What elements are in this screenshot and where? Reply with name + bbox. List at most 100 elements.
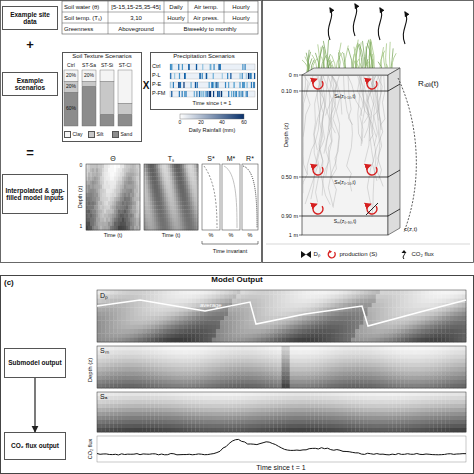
heatmap-cell [112, 209, 114, 213]
heatmap-cell [176, 214, 178, 218]
heatmap-cell [156, 197, 158, 201]
heatmap-cell [150, 197, 152, 201]
heatmap-cell [110, 201, 112, 205]
heatmap-cell [112, 189, 114, 193]
heatmap-cell [128, 176, 130, 180]
heatmap-cell [146, 197, 148, 201]
heatmap-cell [144, 218, 146, 222]
heatmap-cell [122, 181, 124, 185]
heatmap-cell [88, 176, 90, 180]
heatmap-cell [162, 222, 164, 226]
heatmap-cell [86, 218, 88, 222]
heatmap-cell [120, 185, 122, 189]
heatmap-cell [118, 189, 120, 193]
heatmap-cell [86, 197, 88, 201]
heatmap-cell [106, 185, 108, 189]
heatmap-cell [92, 226, 94, 230]
heatmap-cell [168, 218, 170, 222]
heatmap-cell [190, 164, 192, 168]
heatmap-cell [116, 226, 118, 230]
heatmap-cell [116, 214, 118, 218]
heatmap-cell [190, 193, 192, 197]
heatmap-cell [94, 222, 96, 226]
heatmap-cell [194, 218, 196, 222]
heatmap-cell [96, 222, 98, 226]
heatmap-cell [178, 222, 180, 226]
heatmap-cell [136, 185, 138, 189]
heatmap-cell [108, 172, 110, 176]
heatmap-cell [104, 164, 106, 168]
heatmap-cell [126, 176, 128, 180]
heatmap-cell [154, 181, 156, 185]
heatmap-cell [156, 218, 158, 222]
heatmap-cell [152, 193, 154, 197]
heatmap-cell [126, 205, 128, 209]
heatmap-cell [164, 181, 166, 185]
heatmap-cell [178, 218, 180, 222]
heatmap-cell [110, 189, 112, 193]
heatmap-cell [154, 176, 156, 180]
heatmap-cell [110, 164, 112, 168]
heatmap-cell [116, 176, 118, 180]
heatmap-cell [108, 226, 110, 230]
heatmap-cell [102, 168, 104, 172]
heatmap-cell [166, 168, 168, 172]
heatmap-cell [136, 172, 138, 176]
heatmap-cell [126, 172, 128, 176]
heatmap-cell [182, 172, 184, 176]
heatmap-cell [156, 168, 158, 172]
heatmap-cell [148, 164, 150, 168]
heatmap-cell [96, 189, 98, 193]
heatmap-cell [90, 193, 92, 197]
heatmap-cell [166, 222, 168, 226]
heatmap-cell [108, 164, 110, 168]
heatmap-cell [118, 172, 120, 176]
heatmap-cell [154, 193, 156, 197]
heatmap-cell [152, 168, 154, 172]
heatmap-cell [118, 226, 120, 230]
heatmap-cell [158, 218, 160, 222]
heatmap-cell [90, 205, 92, 209]
heatmap-cell [98, 222, 100, 226]
heatmap-cell [144, 205, 146, 209]
heatmap-cell [156, 176, 158, 180]
heatmap-cell [172, 185, 174, 189]
heatmap-cell [134, 226, 136, 230]
heatmap-cell [186, 214, 188, 218]
heatmap-cell [158, 168, 160, 172]
heatmap-cell [88, 201, 90, 205]
heatmap-cell [112, 218, 114, 222]
heatmap-cell [182, 205, 184, 209]
heatmap-cell [116, 172, 118, 176]
heatmap-cell [132, 193, 134, 197]
heatmap-cell [146, 222, 148, 226]
heatmap-cell [86, 172, 88, 176]
heatmap-cell [128, 222, 130, 226]
heatmap-cell [90, 222, 92, 226]
heatmap-cell [136, 176, 138, 180]
heatmap-cell [170, 209, 172, 213]
heatmap-cell [134, 218, 136, 222]
heatmap-cell [154, 222, 156, 226]
heatmap-cell [158, 181, 160, 185]
heatmap-cell [186, 172, 188, 176]
heatmap-cell [152, 218, 154, 222]
rain-colorbar [180, 114, 244, 119]
heatmap-cell [116, 181, 118, 185]
heatmap-cell [126, 201, 128, 205]
heatmap-cell [146, 189, 148, 193]
soil-water-heatmap [86, 164, 140, 230]
heatmap-cell [106, 189, 108, 193]
heatmap-cell [146, 218, 148, 222]
heatmap-cell [90, 226, 92, 230]
heatmap-cell [104, 176, 106, 180]
heatmap-cell [122, 218, 124, 222]
heatmap-cell [118, 214, 120, 218]
heatmap-cell [146, 205, 148, 209]
heatmap-cell [132, 197, 134, 201]
heatmap-cell [122, 205, 124, 209]
heatmap-cell [130, 222, 132, 226]
heatmap-cell [108, 181, 110, 185]
heatmap-cell [88, 205, 90, 209]
heatmap-cell [130, 197, 132, 201]
